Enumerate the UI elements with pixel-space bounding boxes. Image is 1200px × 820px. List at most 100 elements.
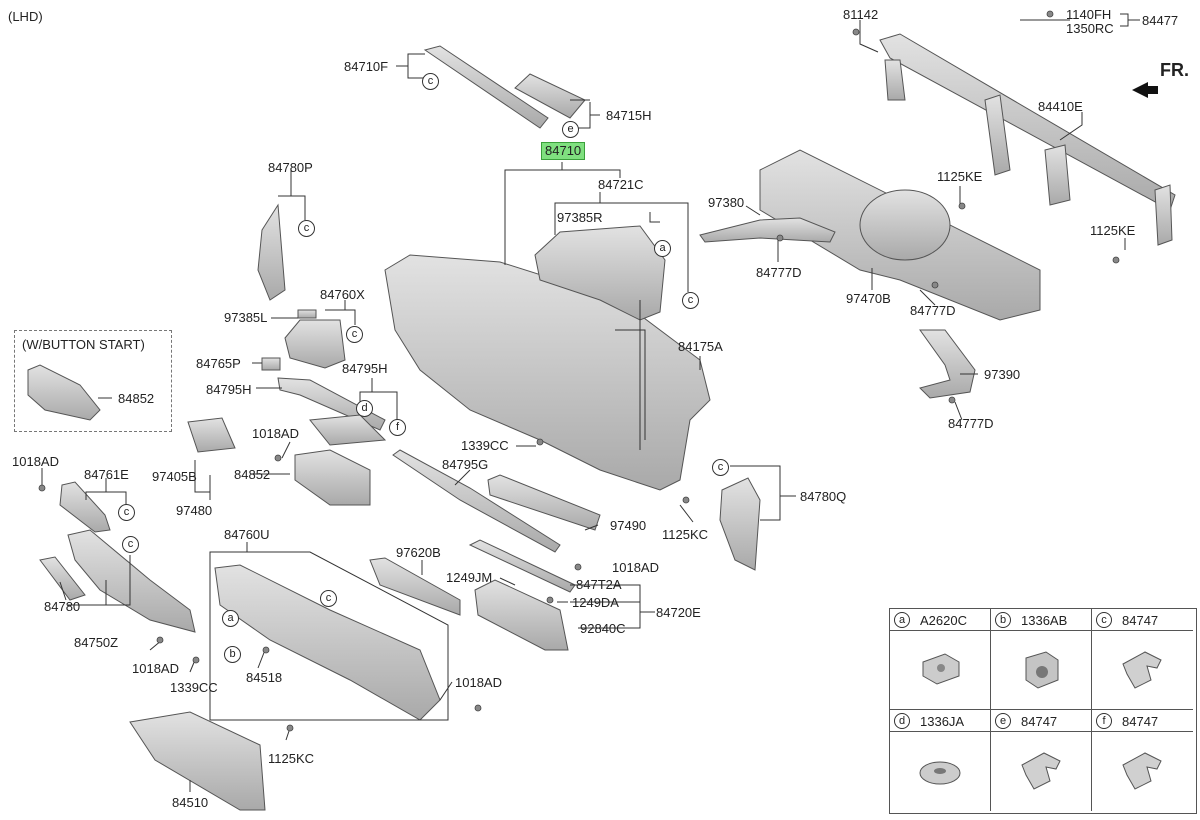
- vent-97490: [487, 474, 601, 531]
- part-label[interactable]: 1018AD: [612, 560, 659, 575]
- part-label[interactable]: 84852: [118, 391, 155, 406]
- u-nut-icon: [922, 653, 960, 685]
- part-label[interactable]: 84710F: [344, 59, 389, 74]
- part-label[interactable]: 1018AD: [132, 661, 179, 676]
- bracket-97620B: [369, 557, 461, 616]
- part-label[interactable]: 1249JM: [446, 570, 493, 585]
- part-label[interactable]: 97620B: [396, 545, 441, 560]
- legend-letter: d: [894, 713, 910, 729]
- part-label[interactable]: 97390: [984, 367, 1021, 382]
- duct-97390: [919, 329, 976, 399]
- duct-97380: [699, 217, 836, 243]
- part-label[interactable]: 84750Z: [74, 635, 119, 650]
- part-label[interactable]: 84175A: [678, 339, 723, 354]
- cowl-cross-bar-84410E: [879, 33, 1176, 211]
- part-label[interactable]: 1125KE: [937, 169, 983, 184]
- upper-cover-84721C: [534, 225, 666, 321]
- part-label[interactable]: 97480: [176, 503, 213, 518]
- part-label[interactable]: 81142: [843, 7, 879, 22]
- part-label-highlighted[interactable]: 84710: [541, 142, 586, 160]
- part-label[interactable]: 1125KE: [1090, 223, 1136, 238]
- button-start-variant-box: [14, 330, 172, 432]
- drawing-note: (LHD): [8, 9, 43, 24]
- part-label[interactable]: 84780: [44, 599, 81, 614]
- clip-icon: [1122, 651, 1162, 689]
- part-label[interactable]: 84720E: [656, 605, 701, 620]
- part-label[interactable]: 1339CC: [461, 438, 509, 453]
- garnish-strip-84710F: [423, 45, 549, 129]
- part-label[interactable]: 1018AD: [252, 426, 299, 441]
- part-label[interactable]: 84477: [1142, 13, 1179, 28]
- part-label[interactable]: 97490: [610, 518, 647, 533]
- part-label[interactable]: 1125KC: [662, 527, 709, 542]
- part-label[interactable]: 84795H: [206, 382, 252, 397]
- part-label[interactable]: 84760X: [320, 287, 365, 302]
- part-label[interactable]: 1018AD: [12, 454, 59, 469]
- garnish-84795G: [392, 449, 561, 553]
- callout-circle: f: [389, 419, 406, 436]
- cage-nut-icon: [1025, 651, 1059, 689]
- legend-part-number: 84747: [1021, 714, 1058, 729]
- callout-circle: c: [320, 590, 337, 607]
- part-label[interactable]: 84780P: [268, 160, 313, 175]
- part-label[interactable]: 1125KC: [268, 751, 315, 766]
- legend-cell-e[interactable]: e 84747: [991, 710, 1092, 811]
- part-label[interactable]: 97385R: [557, 210, 603, 225]
- side-cover-84780Q: [719, 477, 761, 571]
- part-label[interactable]: 1140FH: [1066, 7, 1112, 22]
- part-label[interactable]: 84777D: [910, 303, 956, 318]
- part-label[interactable]: 84795H: [342, 361, 388, 376]
- part-label[interactable]: 84518: [246, 670, 283, 685]
- part-label[interactable]: 92840C: [580, 621, 626, 636]
- part-label[interactable]: 84780Q: [800, 489, 847, 504]
- part-label[interactable]: 84715H: [606, 108, 652, 123]
- part-label[interactable]: 84795G: [442, 457, 489, 472]
- callout-circle: c: [422, 73, 439, 90]
- legend-letter: e: [995, 713, 1011, 729]
- legend-letter: b: [995, 612, 1011, 628]
- cover-84765P: [261, 357, 281, 371]
- part-label[interactable]: 1018AD: [455, 675, 502, 690]
- part-label[interactable]: 84852: [234, 467, 271, 482]
- variant-box-label: (W/BUTTON START): [22, 337, 145, 352]
- legend-letter: a: [894, 612, 910, 628]
- part-label[interactable]: 1350RC: [1066, 21, 1114, 36]
- part-label[interactable]: 84760U: [224, 527, 270, 542]
- legend-part-number: 1336AB: [1021, 613, 1068, 628]
- legend-cell-b[interactable]: b 1336AB: [991, 609, 1092, 710]
- shroud-84852-button-start: [27, 364, 101, 421]
- callout-circle: c: [682, 292, 699, 309]
- part-label[interactable]: 84777D: [948, 416, 994, 431]
- callout-circle: d: [356, 400, 373, 417]
- part-label[interactable]: 1339CC: [170, 680, 218, 695]
- part-label[interactable]: 97385L: [224, 310, 268, 325]
- part-label[interactable]: 1249DA: [572, 595, 619, 610]
- callout-circle: e: [562, 121, 579, 138]
- part-label[interactable]: 97380: [708, 195, 745, 210]
- part-label[interactable]: 84761E: [84, 467, 129, 482]
- lower-crash-pad-84760U: [214, 564, 441, 721]
- part-label[interactable]: 84777D: [756, 265, 802, 280]
- lower-panel-84750Z: [67, 529, 196, 633]
- callout-circle: a: [222, 610, 239, 627]
- front-arrow-icon: [1132, 82, 1158, 98]
- part-label[interactable]: 84410E: [1038, 99, 1083, 114]
- legend-part-number: 84747: [1122, 613, 1159, 628]
- callout-circle: c: [122, 536, 139, 553]
- part-label[interactable]: 847T2A: [576, 577, 622, 592]
- part-label[interactable]: 84721C: [598, 177, 644, 192]
- center-panel-84720E: [474, 579, 569, 651]
- callout-circle: c: [346, 326, 363, 343]
- part-label[interactable]: 84765P: [196, 356, 241, 371]
- part-label[interactable]: 84510: [172, 795, 209, 810]
- shroud-84852: [294, 449, 371, 506]
- part-label[interactable]: 97405B: [152, 469, 197, 484]
- part-label[interactable]: 97470B: [846, 291, 891, 306]
- bracket-97480: [187, 417, 236, 453]
- grille-97385L: [297, 309, 317, 319]
